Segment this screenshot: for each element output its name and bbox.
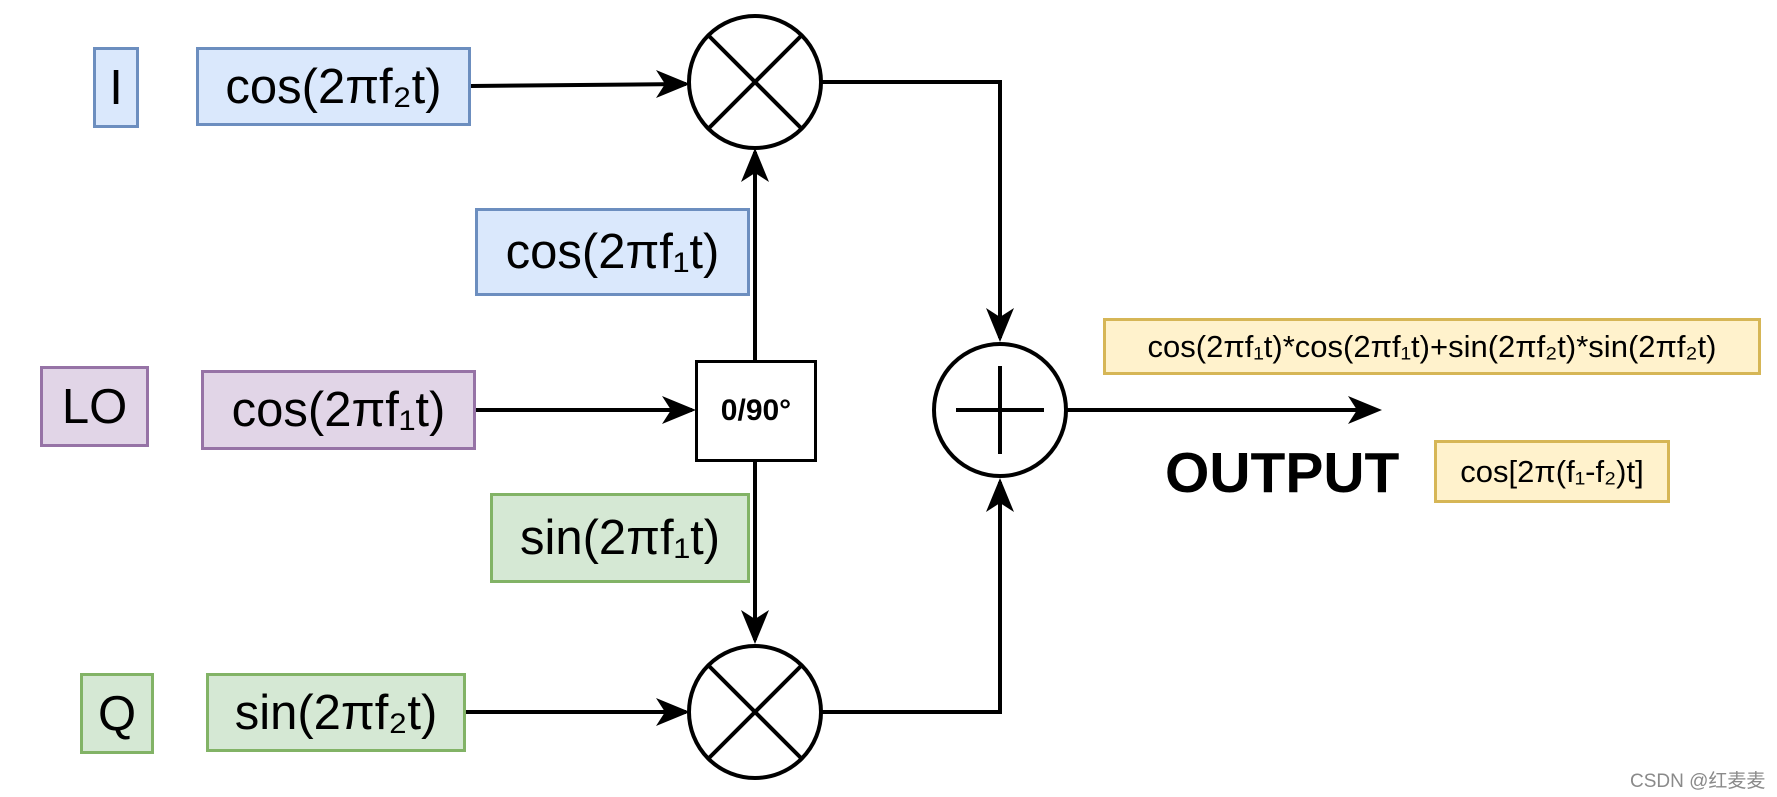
top-mixer-to-adder-arrowhead <box>986 308 1014 342</box>
lo-cos-branch-box: cos(2πf₁t) <box>475 208 750 296</box>
i-to-mixer-arrowhead <box>656 70 690 98</box>
i-carrier-box: cos(2πf₂t) <box>196 47 471 126</box>
bottom-mixer-icon <box>687 644 823 780</box>
adder-to-output-arrowhead <box>1348 396 1382 424</box>
top-mixer-to-adder-line <box>822 80 1002 338</box>
output-result-box: cos[2π(f₁-f₂)t] <box>1434 440 1670 503</box>
shifter-to-bottom-mixer-arrowhead <box>741 610 769 644</box>
bottom-mixer-to-adder-arrowhead <box>986 478 1014 512</box>
lo-carrier-box: cos(2πf₁t) <box>201 370 476 450</box>
q-label: Q <box>80 673 154 754</box>
output-expression-box: cos(2πf₁t)*cos(2πf₁t)+sin(2πf₂t)*sin(2πf… <box>1103 318 1761 375</box>
shifter-to-top-mixer-arrowhead <box>741 148 769 182</box>
top-mixer-icon <box>687 14 823 150</box>
bottom-mixer-to-adder-line <box>822 482 1002 714</box>
phase-shifter-block: 0/90° <box>695 360 817 462</box>
output-label: OUTPUT <box>1165 441 1400 505</box>
lo-to-shifter-arrowhead <box>662 396 696 424</box>
q-carrier-box: sin(2πf₂t) <box>206 673 466 752</box>
i-label: I <box>93 47 139 128</box>
watermark: CSDN @红麦麦 <box>1630 771 1766 792</box>
i-to-mixer-arrow <box>470 82 687 88</box>
lo-sin-branch-box: sin(2πf₁t) <box>490 493 750 583</box>
adder-icon <box>932 342 1068 478</box>
q-to-mixer-arrowhead <box>656 698 690 726</box>
lo-label: LO <box>40 366 149 447</box>
